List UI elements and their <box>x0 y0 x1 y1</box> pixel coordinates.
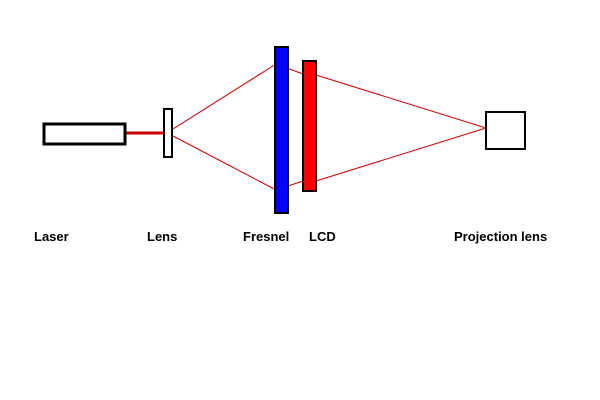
lens-element <box>163 108 173 158</box>
fresnel-plate <box>274 46 289 214</box>
ray-lens-to-fresnel-top <box>172 63 277 130</box>
ray-lcd-to-projection-top <box>315 74 487 129</box>
label-lens: Lens <box>147 229 178 244</box>
projection-lens-box <box>485 111 526 150</box>
label-fresnel: Fresnel <box>243 229 290 244</box>
label-projection-lens: Projection lens <box>454 229 548 244</box>
label-laser: Laser <box>34 229 69 244</box>
laser-body <box>42 122 127 146</box>
lcd-panel <box>302 60 317 192</box>
ray-lens-to-fresnel-bottom <box>172 135 277 191</box>
ray-lcd-to-projection-bottom <box>315 127 487 182</box>
label-lcd: LCD <box>309 229 336 244</box>
